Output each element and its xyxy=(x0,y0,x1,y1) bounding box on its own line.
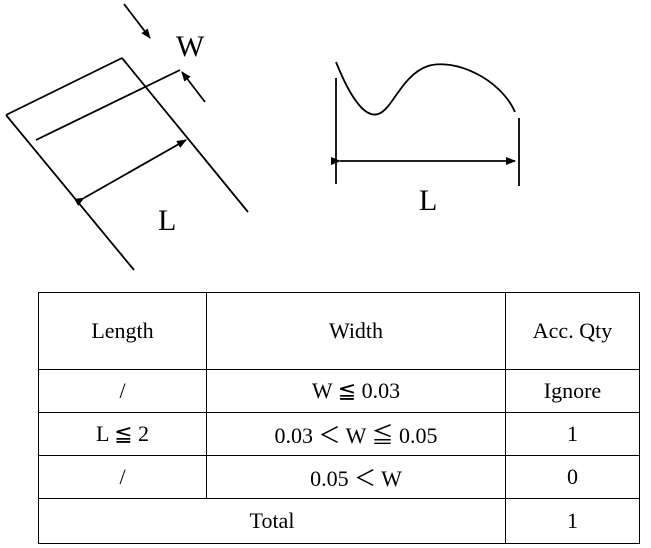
table-header-row: Length Width Acc. Qty xyxy=(38,292,640,370)
outer-edge-top xyxy=(5,57,123,116)
length-dimension-line xyxy=(74,139,187,206)
cell-width: 0.05 ＜ W xyxy=(206,455,506,499)
curve-path xyxy=(335,61,516,116)
length-label-left: L xyxy=(158,204,176,237)
cell-acc-qty: Ignore xyxy=(505,369,640,413)
total-label: Total xyxy=(38,498,506,544)
scratch-edge-lower xyxy=(35,69,181,141)
linear-scratch-diagram xyxy=(5,3,249,271)
curved-scratch-diagram xyxy=(331,61,520,186)
table-row: L ≦ 2 0.03 ＜ W ≦ 0.05 1 xyxy=(38,412,640,456)
acceptance-table: Length Width Acc. Qty / W ≦ 0.03 Ignore … xyxy=(38,292,640,544)
outer-edge-left xyxy=(5,114,135,271)
cell-length: / xyxy=(38,369,207,413)
cell-acc-qty: 0 xyxy=(505,455,640,499)
cell-length: / xyxy=(38,455,207,499)
cell-width: W ≦ 0.03 xyxy=(206,369,506,413)
total-value: 1 xyxy=(505,498,640,544)
table-total-row: Total 1 xyxy=(38,498,640,544)
width-label: W xyxy=(176,30,205,63)
cell-width: 0.03 ＜ W ≦ 0.05 xyxy=(206,412,506,456)
cell-length: L ≦ 2 xyxy=(38,412,207,456)
table-row: / W ≦ 0.03 Ignore xyxy=(38,369,640,413)
width-arrow-top xyxy=(123,3,151,39)
header-length: Length xyxy=(38,292,207,370)
defect-diagrams: W L L xyxy=(5,3,520,271)
scratch-edge-upper xyxy=(121,57,249,213)
header-width: Width xyxy=(206,292,506,370)
table-row: / 0.05 ＜ W 0 xyxy=(38,455,640,499)
header-acc-qty: Acc. Qty xyxy=(505,292,640,370)
length-label-right: L xyxy=(419,184,437,217)
cell-acc-qty: 1 xyxy=(505,412,640,456)
width-arrow-bottom xyxy=(181,71,206,103)
